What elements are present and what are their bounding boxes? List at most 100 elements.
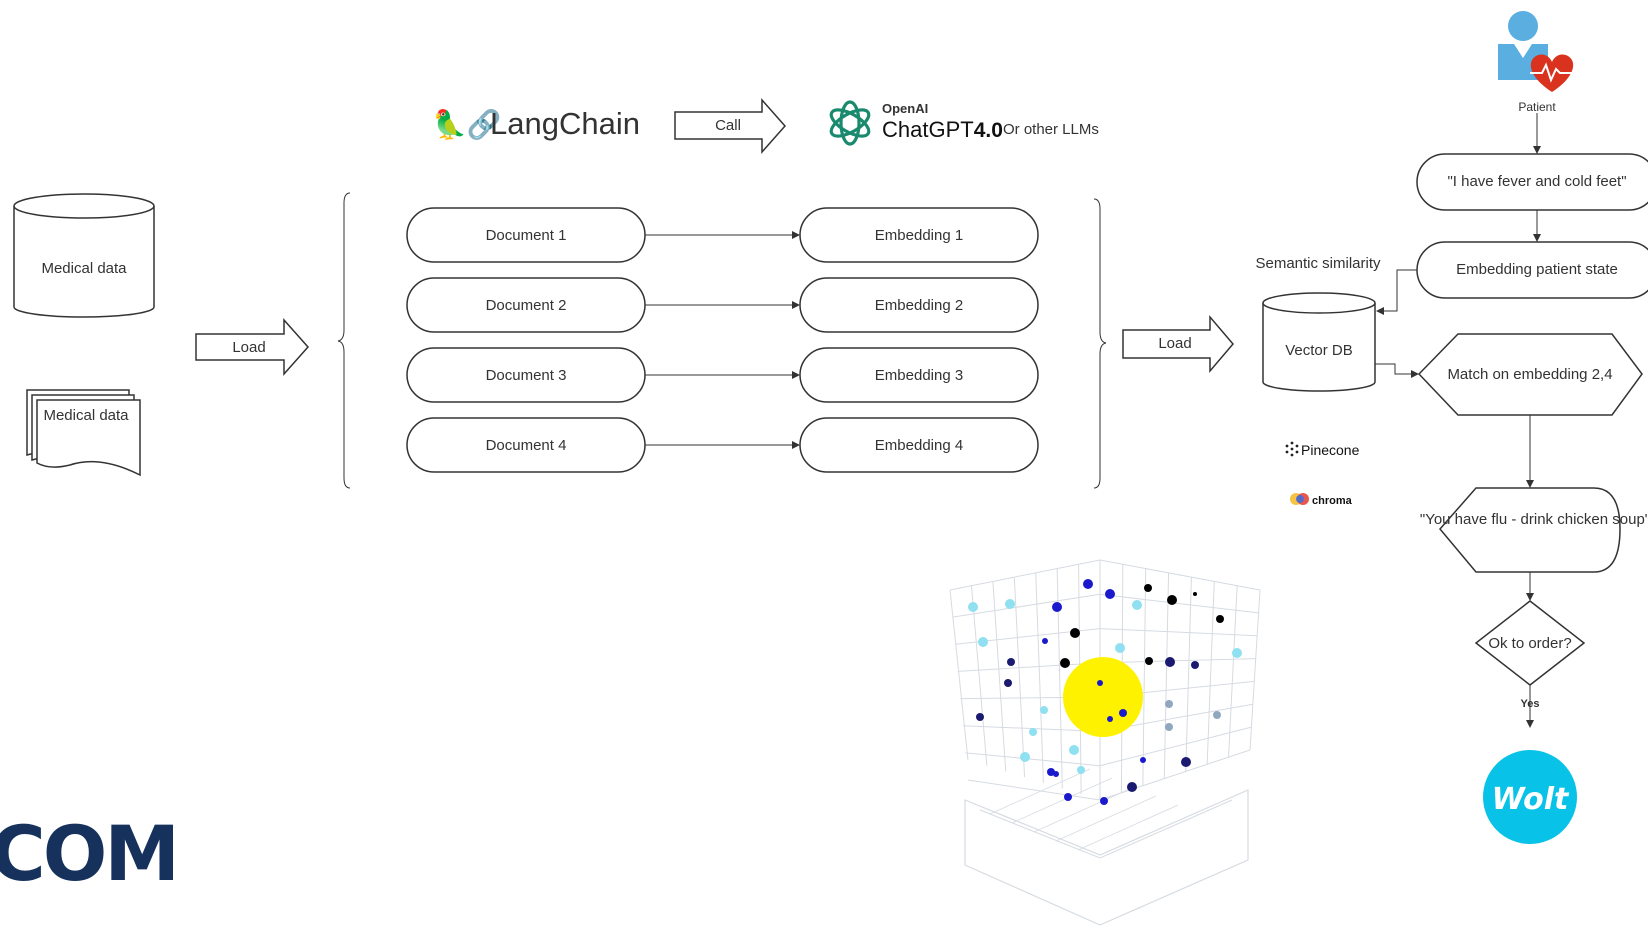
row-2: Document 2 Embedding 2 bbox=[406, 277, 1039, 333]
vector-point bbox=[1069, 745, 1079, 755]
medical-data-documents: Medical data bbox=[26, 389, 141, 477]
embedding-1-label: Embedding 1 bbox=[875, 227, 963, 244]
vector-point bbox=[1140, 757, 1146, 763]
embedding-4-label: Embedding 4 bbox=[875, 437, 963, 454]
yes-label: Yes bbox=[1521, 698, 1540, 710]
vector-point bbox=[1100, 797, 1108, 805]
other-llms-label: Or other LLMs bbox=[1003, 121, 1099, 138]
vector-point bbox=[1007, 658, 1015, 666]
heart-pulse-icon bbox=[1530, 54, 1574, 92]
vector-point bbox=[1064, 793, 1072, 801]
document-4-label: Document 4 bbox=[486, 437, 567, 454]
pinecone-icon bbox=[1285, 441, 1299, 457]
vector-point bbox=[1107, 716, 1113, 722]
openai-icon bbox=[829, 100, 871, 146]
vector-point bbox=[1029, 728, 1037, 736]
embedding-1-box bbox=[799, 207, 1039, 263]
call-arrow: Call bbox=[674, 98, 787, 154]
vector-point bbox=[1232, 648, 1242, 658]
vector-point bbox=[1165, 700, 1173, 708]
chroma-icon bbox=[1290, 493, 1309, 505]
load-right-label: Load bbox=[1158, 335, 1191, 352]
corner-brand: COM bbox=[0, 809, 177, 898]
vector-point bbox=[1040, 706, 1048, 714]
vector-point bbox=[1144, 584, 1152, 592]
vector-space-illustration bbox=[949, 559, 1261, 926]
vector-point bbox=[1070, 628, 1080, 638]
vector-point bbox=[1105, 589, 1115, 599]
load-left-label: Load bbox=[232, 339, 265, 356]
vector-point bbox=[1020, 752, 1030, 762]
semantic-similarity-label: Semantic similarity bbox=[1255, 255, 1381, 272]
vectordb-to-match-arrow bbox=[1375, 363, 1419, 378]
langchain-wordmark: LangChain bbox=[490, 106, 640, 141]
vector-point bbox=[1132, 600, 1142, 610]
chroma-logo: chroma bbox=[1290, 493, 1353, 507]
chatgpt-version: 4.0 bbox=[974, 119, 1003, 142]
answer-display-shape bbox=[1439, 487, 1621, 573]
left-brace bbox=[337, 192, 351, 489]
vector-point bbox=[1193, 592, 1197, 596]
vector-point bbox=[1115, 643, 1125, 653]
medical-data-database: Medical data bbox=[13, 193, 155, 318]
patient-actor: Patient bbox=[1498, 11, 1574, 114]
decision-node: Ok to order? bbox=[1474, 600, 1586, 686]
vector-point bbox=[1060, 658, 1070, 668]
vector-point bbox=[1167, 595, 1177, 605]
complaint-label: "I have fever and cold feet" bbox=[1447, 173, 1626, 190]
answer-label: "You have flu - drink chicken soup" bbox=[1420, 511, 1648, 528]
vector-point bbox=[1145, 657, 1153, 665]
openai-vendor: OpenAI bbox=[882, 101, 928, 116]
medical-data-db-label: Medical data bbox=[41, 260, 127, 277]
langchain-emoji: 🦜🔗 bbox=[432, 107, 502, 141]
match-label: Match on embedding 2,4 bbox=[1447, 366, 1612, 383]
answer-text: "You have flu - drink chicken soup" bbox=[1420, 511, 1648, 528]
embed-state-node: Embedding patient state bbox=[1416, 241, 1648, 299]
medical-data-docs-label-line1: Medical data bbox=[43, 407, 129, 424]
right-brace bbox=[1093, 198, 1107, 489]
embedding-2-box bbox=[799, 277, 1039, 333]
document-3-label: Document 3 bbox=[486, 367, 567, 384]
document-1-label: Document 1 bbox=[486, 227, 567, 244]
vector-point bbox=[1181, 757, 1191, 767]
vector-point bbox=[1004, 679, 1012, 687]
database-icon bbox=[13, 206, 155, 318]
vector-point bbox=[1083, 579, 1093, 589]
chatgpt-name: ChatGPT4.0 bbox=[882, 117, 1003, 142]
vector-point bbox=[1042, 638, 1048, 644]
vector-point bbox=[1005, 599, 1015, 609]
arrow-icon bbox=[1122, 314, 1234, 374]
call-label: Call bbox=[715, 117, 741, 134]
vector-point bbox=[1216, 615, 1224, 623]
chatgpt-product: ChatGPT bbox=[882, 117, 974, 142]
vector-point bbox=[1077, 766, 1085, 774]
vector-point bbox=[1127, 782, 1137, 792]
langchain-logo: 🦜🔗 LangChain bbox=[432, 106, 640, 141]
vector-point bbox=[1097, 680, 1103, 686]
row-3: Document 3 Embedding 3 bbox=[406, 347, 1039, 403]
embedding-3-box bbox=[799, 347, 1039, 403]
wolt-wordmark: Wolt bbox=[1492, 782, 1570, 817]
embedding-2-label: Embedding 2 bbox=[875, 297, 963, 314]
document-embedding-rows: Document 1 Embedding 1 Document 2 Embedd… bbox=[406, 207, 1039, 473]
document-stack-icon bbox=[26, 389, 141, 477]
embedding-4-box bbox=[799, 417, 1039, 473]
arrow-icon bbox=[674, 98, 787, 154]
document-2-label: Document 2 bbox=[486, 297, 567, 314]
vector-point bbox=[976, 713, 984, 721]
database-icon bbox=[1262, 303, 1376, 392]
match-node: Match on embedding 2,4 bbox=[1417, 333, 1643, 416]
match-hexagon bbox=[1417, 333, 1643, 416]
vector-point bbox=[1191, 661, 1199, 669]
vector-db: Semantic similarity Vector DB bbox=[1255, 255, 1381, 392]
vector-point bbox=[978, 637, 988, 647]
load-arrow-left: Load bbox=[195, 318, 310, 376]
arrow-icon bbox=[195, 318, 310, 376]
medical-data-docs-label: Medical data bbox=[43, 407, 129, 424]
patient-label: Patient bbox=[1518, 100, 1556, 114]
embedding-3-label: Embedding 3 bbox=[875, 367, 963, 384]
pinecone-label: Pinecone bbox=[1301, 442, 1360, 458]
row-1: Document 1 Embedding 1 bbox=[406, 207, 1039, 263]
complaint-node: "I have fever and cold feet" bbox=[1416, 153, 1648, 211]
